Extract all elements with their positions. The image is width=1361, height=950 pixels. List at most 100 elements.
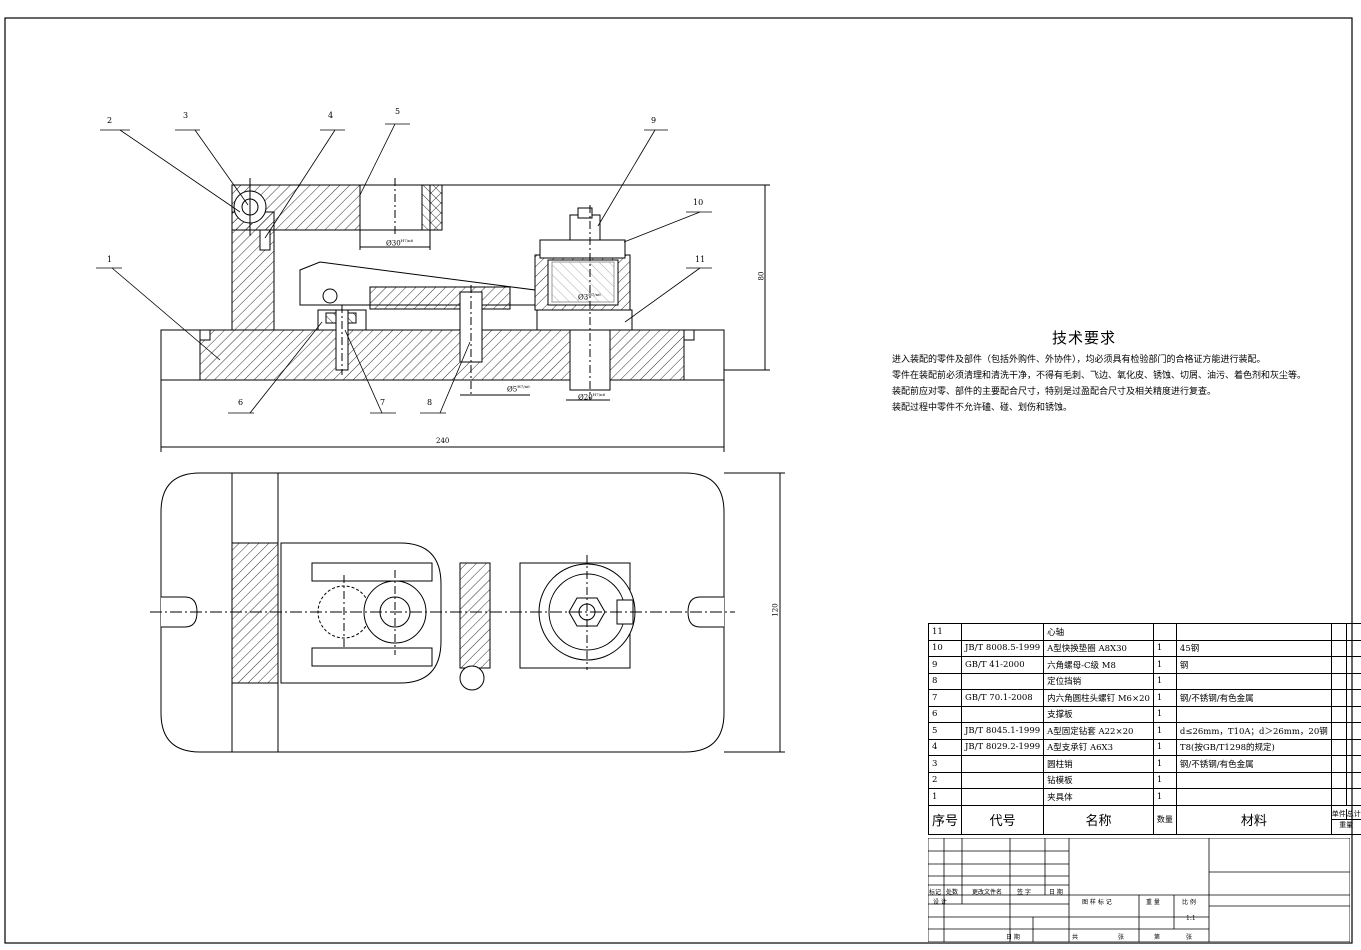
bom-header-unit: 单件 [1331,809,1347,819]
bom-cell-name: A型快换垫圈 A8X30 [1043,639,1154,657]
tb-design: 设 计 [933,899,947,906]
bom-cell-name: 钻模板 [1043,771,1154,789]
bom-header-weight-label: 重量 [1339,821,1354,829]
leader-lines [96,123,712,414]
bom-cell-qty [1152,623,1177,641]
bom-cell-total-weight [1345,771,1361,789]
balloon-8: 8 [427,398,433,407]
bom-cell-name: 内六角圆柱头螺钉 M6×20 [1043,689,1154,707]
bom-cell-qty: 1 [1152,689,1177,707]
bom-cell-unit-weight [1330,672,1347,690]
bom-cell-total-weight [1345,722,1361,740]
bom-cell-unit-weight [1330,771,1347,789]
dim-d1: Ø30H7/n6 [386,238,414,248]
bom-cell-qty: 1 [1152,755,1177,773]
tech-line-3: 装配前应对零、部件的主要配合尺寸，特别是过盈配合尺寸及相关精度进行复查。 [892,387,1217,397]
bom-cell-material [1175,788,1332,806]
bom-cell-material [1175,623,1332,641]
balloon-3: 3 [183,111,189,120]
bom-cell-code [961,672,1045,690]
tb-date2: 日 期 [1006,934,1020,941]
bom-cell-code: JB/T 8045.1-1999 [961,722,1045,740]
bom-cell-code [961,771,1045,789]
bom-cell-qty: 1 [1152,705,1177,723]
bom-cell-material [1175,672,1332,690]
technical-requirements: 技术要求 进入装配的零件及部件（包括外购件、外协件），均必须具有检验部门的合格证… [892,330,1312,416]
tb-sheet2: 张 [1186,934,1193,941]
tb-doc: 更改文件名 [972,889,1003,896]
bom-cell-no: 5 [927,722,963,740]
balloon-1: 1 [107,255,113,264]
bom-cell-qty: 1 [1152,639,1177,657]
bom-cell-unit-weight [1330,656,1347,674]
bom-row: 11 心轴 [927,623,1361,641]
bom-cell-material: 钢/不锈钢/有色金属 [1175,689,1332,707]
bom-header-row: 序号 代号 名称 数量 材料 单件 总计 重量 备注 [927,804,1361,835]
dim-d3: Ø5H7/n6 [507,384,530,394]
bom-cell-material: 钢 [1175,656,1332,674]
bom-cell-no: 7 [927,689,963,707]
bom-cell-material: 45钢 [1175,639,1332,657]
bom-cell-no: 8 [927,672,963,690]
balloon-11: 11 [695,255,706,264]
bom-cell-name: 六角螺母-C级 M8 [1043,656,1154,674]
bom-cell-unit-weight [1330,623,1347,641]
bom-cell-name: 支撑板 [1043,705,1154,723]
bom-cell-unit-weight [1330,639,1347,657]
bom-cell-no: 2 [927,771,963,789]
bom-cell-total-weight [1345,672,1361,690]
bom-header-qty: 数量 [1152,804,1177,835]
tb-weight: 重 量 [1146,899,1160,906]
front-view [160,178,770,452]
bom-cell-unit-weight [1330,755,1347,773]
tech-line-4: 装配过程中零件不允许磕、碰、划伤和锈蚀。 [892,403,1073,413]
bom-cell-material [1175,771,1332,789]
bom-header-name: 名称 [1043,804,1154,835]
bom-cell-total-weight [1345,689,1361,707]
bom-cell-no: 4 [927,738,963,756]
bom-cell-total-weight [1345,788,1361,806]
bom-cell-total-weight [1345,656,1361,674]
drawing-border [4,17,1353,944]
bom-cell-code [961,788,1045,806]
tb-stage: 图 样 标 记 [1082,899,1112,906]
bom-cell-no: 11 [927,623,963,641]
bom-cell-total-weight [1345,623,1361,641]
bom-cell-name: 夹具体 [1043,788,1154,806]
bom-cell-unit-weight [1330,738,1347,756]
bom-cell-unit-weight [1330,788,1347,806]
dim-d2: Ø3H7/n6 [578,292,601,302]
bom-cell-name: 圆柱销 [1043,755,1154,773]
balloon-5: 5 [395,107,401,116]
bom-cell-no: 1 [927,788,963,806]
bom-cell-material: T8(按GB/T1298的规定) [1175,738,1332,756]
tb-total: 共 [1072,934,1079,941]
tb-page: 第 [1154,934,1161,941]
top-view [150,472,785,753]
dim-length: 240 [436,437,450,445]
bom-header-no: 序号 [927,804,963,835]
bom-cell-code: GB/T 41-2000 [961,656,1045,674]
bom-cell-code [961,755,1045,773]
tech-title: 技术要求 [1052,329,1117,347]
bom-cell-code: JB/T 8029.2-1999 [961,738,1045,756]
bom-header-code: 代号 [961,804,1045,835]
bom-cell-name: A型支承钉 A6X3 [1043,738,1154,756]
bom-cell-no: 10 [927,639,963,657]
bom-cell-unit-weight [1330,705,1347,723]
bom-cell-no: 6 [927,705,963,723]
base-section [199,329,685,381]
tb-count: 处数 [946,889,959,896]
bom-cell-qty: 1 [1152,771,1177,789]
bom-cell-name: 心轴 [1043,623,1154,641]
title-block: 标记 处数 更改文件名 签 字 日 期 设 计 图 样 标 记 重 量 比 例 … [928,838,1350,942]
bom-cell-material: d≤26mm，T10A；d＞26mm，20钢 [1175,722,1332,740]
bom-cell-qty: 1 [1152,722,1177,740]
